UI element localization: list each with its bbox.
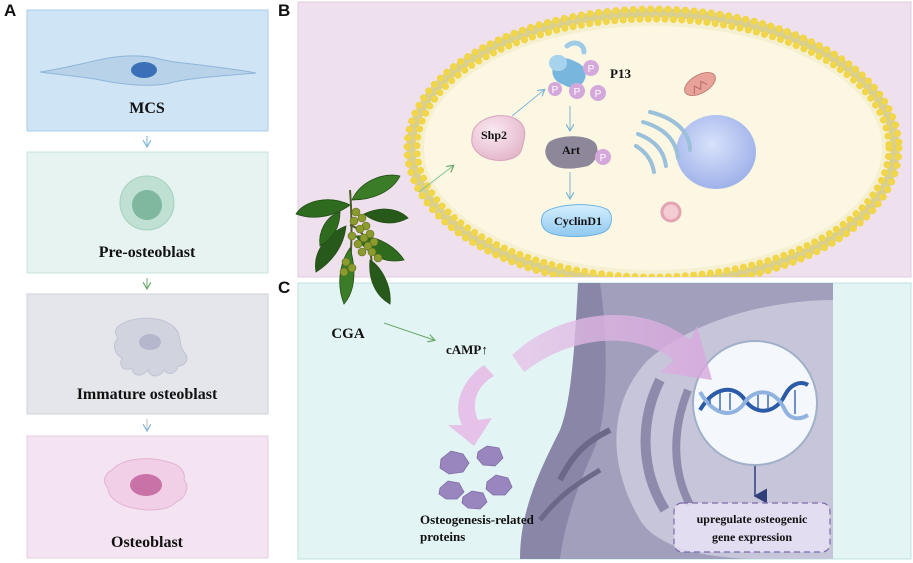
dna-helix-strand — [698, 381, 810, 413]
camp-label: cAMP↑ — [446, 342, 488, 357]
art-protein: P — [545, 136, 611, 169]
dna-helix-strand — [698, 390, 810, 421]
immature-nucleus — [139, 334, 161, 350]
phospho-label: P — [574, 87, 581, 98]
panel-b: P P P P P13 Shp2 P Art CyclinD1 — [297, 1, 912, 278]
panel-b-letter: B — [278, 1, 290, 20]
cyclind1-label: CyclinD1 — [554, 214, 602, 228]
stage-label: Osteoblast — [111, 534, 184, 551]
proteins-label-line2: proteins — [420, 529, 465, 544]
art-label: Art — [562, 143, 580, 157]
cga-plant-illustration — [295, 174, 409, 305]
phospho-label: P — [600, 153, 607, 164]
arrow-cga-to-camp — [383, 322, 434, 340]
stage-label: MCS — [129, 100, 165, 117]
gene-expression-box — [673, 502, 831, 553]
panel-c-letter: C — [278, 278, 290, 297]
plant-fruits — [339, 207, 383, 277]
phospho-label: P — [552, 85, 559, 96]
dna-circle — [692, 340, 818, 466]
gene-expression-line1: upregulate osteogenic — [697, 512, 808, 526]
golgi-apparatus — [634, 110, 692, 174]
arrow-camp-to-proteins — [448, 365, 494, 446]
p13-receptor: P P P P — [548, 40, 606, 101]
osteoblast-nucleus — [130, 474, 162, 496]
stage-osteoblast: Osteoblast — [26, 435, 269, 559]
gene-expression-line2: gene expression — [712, 530, 792, 544]
stage-pre-osteoblast: Pre-osteoblast — [26, 151, 269, 274]
shp2-label: Shp2 — [481, 128, 507, 142]
phospho-label: P — [588, 64, 595, 75]
proteins-label-line1: Osteogenesis-related — [420, 512, 535, 527]
panel-c: upregulate osteogenic gene expression CG… — [297, 282, 912, 560]
phospho-label: P — [595, 89, 602, 100]
arrow-membrane-to-shp2 — [418, 166, 453, 193]
cyclind1-protein — [540, 204, 612, 237]
stage-label: Pre-osteoblast — [99, 244, 196, 261]
mitochondrion — [684, 71, 716, 97]
p13-label: P13 — [610, 66, 631, 81]
arrow-camp-to-dna — [512, 314, 712, 380]
stage-label: Immature osteoblast — [77, 386, 218, 403]
stage-mcs: MCS — [26, 9, 269, 132]
arrow-shp2-to-p13 — [511, 90, 544, 117]
membrane-outer-beads — [403, 5, 903, 277]
mcs-nucleus — [131, 62, 157, 78]
cga-label: CGA — [331, 326, 365, 342]
nucleus — [676, 115, 756, 189]
panel-a-letter: A — [4, 1, 16, 20]
pre-cell-nucleus — [132, 190, 162, 220]
shp2-protein — [471, 115, 526, 161]
cytoplasm — [424, 26, 882, 270]
membrane-inner-beads — [413, 15, 893, 277]
osteogenesis-proteins — [438, 445, 513, 510]
stage-immature-osteoblast: Immature osteoblast — [26, 293, 269, 415]
vesicle — [660, 201, 682, 223]
